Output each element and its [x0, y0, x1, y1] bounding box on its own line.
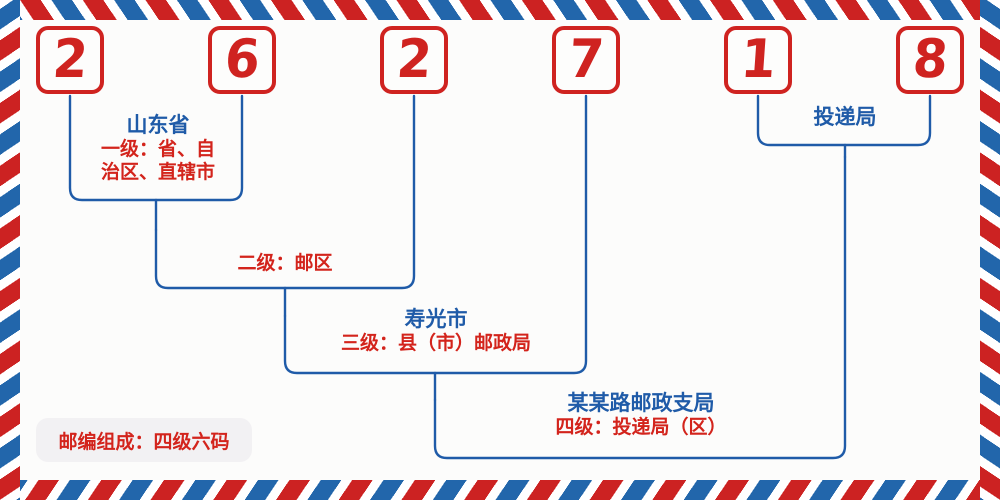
airmail-stripes-left [0, 0, 20, 500]
postcode-digit-3: 2 [394, 28, 434, 90]
postcode-digit-box-4[interactable]: 7 [552, 26, 620, 94]
postcode-digit-box-2[interactable]: 6 [208, 26, 276, 94]
postcode-digit-box-6[interactable]: 8 [896, 26, 964, 94]
postcode-digit-1: 2 [50, 28, 90, 90]
label-level-3-title: 寿光市 [404, 306, 468, 331]
airmail-stripes-right [980, 0, 1000, 500]
label-level-3-sub: 三级：县（市）邮政局 [340, 331, 531, 354]
label-level-3: 寿光市 三级：县（市）邮政局 [300, 306, 572, 355]
postcode-digit-6: 8 [910, 28, 950, 90]
postcode-digit-2: 6 [222, 28, 262, 90]
label-level-1-title: 山东省 [126, 112, 190, 137]
envelope-border-left [0, 0, 20, 500]
envelope-border-right [980, 0, 1000, 500]
airmail-stripes-bottom [0, 480, 1000, 500]
label-level-4-title: 某某路邮政支局 [567, 390, 715, 415]
legend-badge: 邮编组成：四级六码 [36, 418, 252, 462]
label-level-1-sub-line-1: 一级：省、自 [100, 137, 215, 160]
postcode-digit-box-3[interactable]: 2 [380, 26, 448, 94]
label-level-1-sub-line-2: 治区、直辖市 [100, 161, 215, 184]
label-level-4-sub: 四级：投递局（区） [555, 415, 727, 438]
label-level-1: 山东省 一级：省、自 治区、直辖市 [74, 112, 242, 185]
label-level-2-sub: 二级：邮区 [237, 252, 333, 274]
postcode-digit-box-5[interactable]: 1 [724, 26, 792, 94]
postcode-digit-4: 7 [566, 28, 606, 90]
envelope-border-bottom [0, 480, 1000, 500]
postcode-digit-5: 1 [738, 28, 778, 90]
label-level-2: 二级：邮区 [170, 252, 400, 275]
label-delivery-office-title: 投递局 [813, 104, 877, 129]
label-delivery-office: 投递局 [762, 104, 928, 130]
airmail-stripes-top [0, 0, 1000, 20]
postcode-digit-box-1[interactable]: 2 [36, 26, 104, 94]
envelope-border-top [0, 0, 1000, 20]
legend-text: 邮编组成：四级六码 [58, 430, 230, 453]
label-level-4: 某某路邮政支局 四级：投递局（区） [450, 390, 832, 439]
